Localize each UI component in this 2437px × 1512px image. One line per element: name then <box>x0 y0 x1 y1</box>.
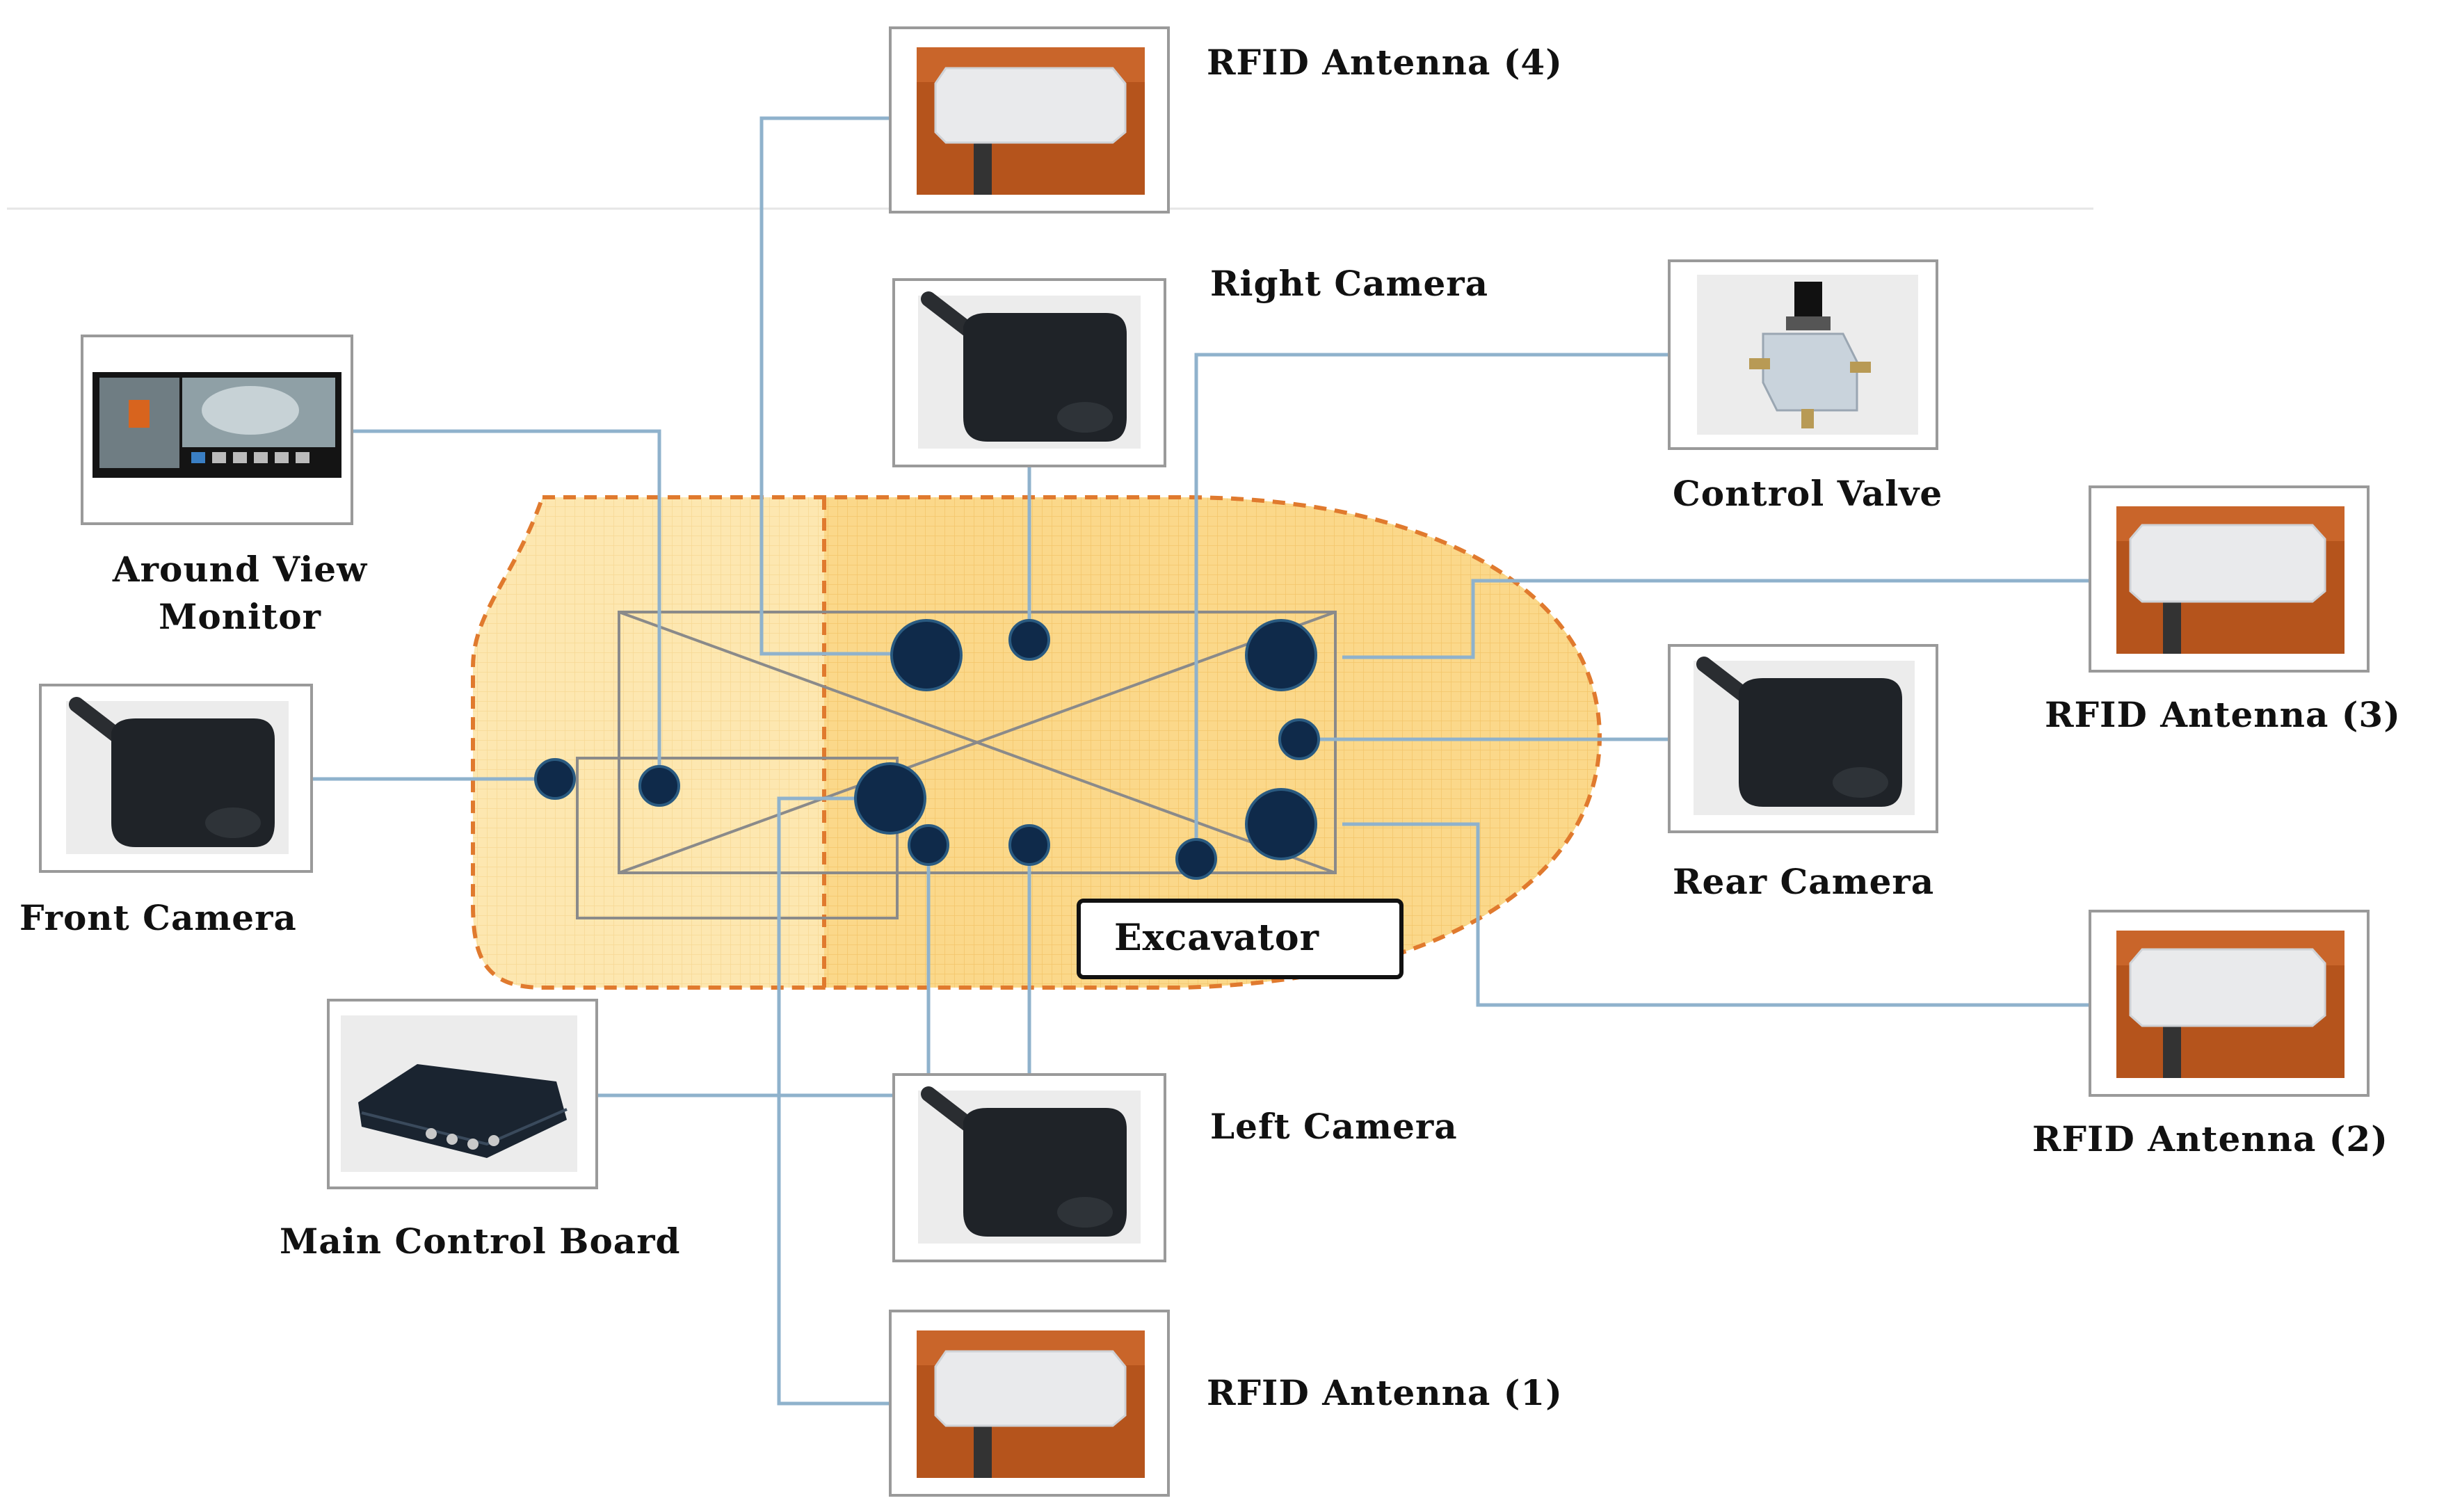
rfid-antenna-1-photo <box>889 1310 1170 1497</box>
label-main-control-board: Main Control Board <box>280 1221 681 1262</box>
label-around-view-line1: Around View <box>112 549 368 590</box>
rear-camera-photo <box>1668 644 1938 833</box>
node-rfid-4 <box>890 619 963 691</box>
label-rfid-antenna-2: RFID Antenna (2) <box>2032 1118 2388 1159</box>
excavator-label-box: Excavator <box>1077 899 1404 979</box>
connection-nodes <box>534 619 1320 880</box>
node-main-board <box>908 824 949 866</box>
label-rear-camera: Rear Camera <box>1673 861 1935 902</box>
node-rfid-1 <box>854 762 926 835</box>
node-rfid-2 <box>1245 788 1317 860</box>
left-camera-photo <box>892 1073 1166 1262</box>
label-around-view-monitor: Around View Monitor <box>70 546 410 641</box>
excavator-outline-shape <box>471 495 1602 990</box>
label-around-view-line2: Monitor <box>159 596 321 637</box>
front-camera-photo <box>39 684 313 873</box>
control-valve-photo <box>1668 259 1938 450</box>
node-rear-camera <box>1278 718 1320 760</box>
label-control-valve: Control Valve <box>1673 473 1943 514</box>
node-right-camera <box>1008 619 1050 661</box>
label-right-camera: Right Camera <box>1210 263 1489 304</box>
rfid-antenna-3-photo <box>2089 485 2370 673</box>
node-control-valve <box>1175 838 1217 880</box>
main-control-board-photo <box>327 999 598 1189</box>
label-excavator: Excavator <box>1114 917 1319 959</box>
right-camera-photo <box>892 278 1166 467</box>
node-monitor <box>638 765 680 807</box>
rfid-antenna-4-photo <box>889 26 1170 214</box>
node-rfid-3 <box>1245 619 1317 691</box>
label-rfid-antenna-1: RFID Antenna (1) <box>1207 1372 1563 1413</box>
label-rfid-antenna-3: RFID Antenna (3) <box>2045 694 2401 735</box>
label-left-camera: Left Camera <box>1210 1106 1458 1147</box>
around-view-monitor-photo <box>81 335 353 525</box>
excavator-frame <box>576 611 1337 919</box>
node-left-camera <box>1008 824 1050 866</box>
connector-lines <box>312 116 2090 1406</box>
label-rfid-antenna-4: RFID Antenna (4) <box>1207 42 1563 83</box>
node-front-camera <box>534 758 576 800</box>
rfid-antenna-2-photo <box>2089 910 2370 1097</box>
label-front-camera: Front Camera <box>19 897 297 938</box>
